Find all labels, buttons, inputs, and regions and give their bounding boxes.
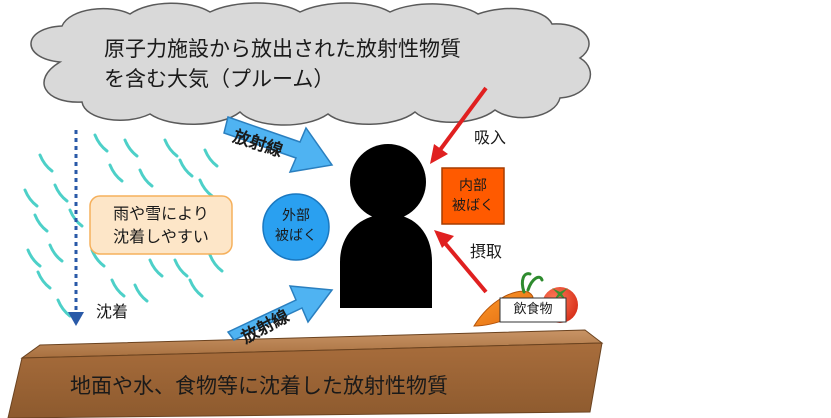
- plume-cloud: [30, 2, 591, 126]
- external-exposure-line1: 外部: [282, 208, 310, 224]
- carrot-leaves-icon: [520, 272, 544, 294]
- internal-exposure-line2: 被ばく: [452, 198, 494, 214]
- deposition-arrow-head: [68, 312, 84, 326]
- food-label: 飲食物: [513, 302, 553, 317]
- radiation-arrow-lower: [226, 285, 334, 341]
- inhalation-label: 吸入: [474, 128, 507, 147]
- tomato-stem-icon: [552, 288, 568, 300]
- deposition-label: 沈着: [96, 302, 129, 321]
- external-exposure-line2: 被ばく: [275, 228, 317, 244]
- rain-streaks: [23, 133, 224, 318]
- food-label-box: [499, 297, 567, 323]
- ground-label: 地面や水、食物等に沈着した放射性物質: [70, 374, 448, 398]
- external-exposure-circle: [262, 193, 330, 261]
- internal-exposure-line1: 内部: [459, 178, 487, 194]
- ingestion-arrow-head: [434, 230, 454, 248]
- inhalation-arrow-shaft: [438, 86, 488, 152]
- cloud-text-line1: 原子力施設から放出された放射性物質: [104, 37, 461, 61]
- rain-box-line2: 沈着しやすい: [113, 227, 209, 246]
- radiation-arrow-upper: [223, 116, 334, 173]
- rain-box: [89, 195, 233, 255]
- rain-box-line1: 雨や雪により: [113, 204, 209, 223]
- ingestion-label: 摂取: [470, 242, 503, 261]
- ground-front: [7, 342, 603, 418]
- person-head: [350, 144, 426, 220]
- ingestion-arrow-shaft: [442, 240, 488, 294]
- internal-exposure-box: [441, 167, 505, 225]
- cloud-text-line2: を含む大気（プルーム）: [104, 67, 335, 91]
- inhalation-arrow-head: [430, 144, 448, 164]
- person-body: [340, 214, 432, 308]
